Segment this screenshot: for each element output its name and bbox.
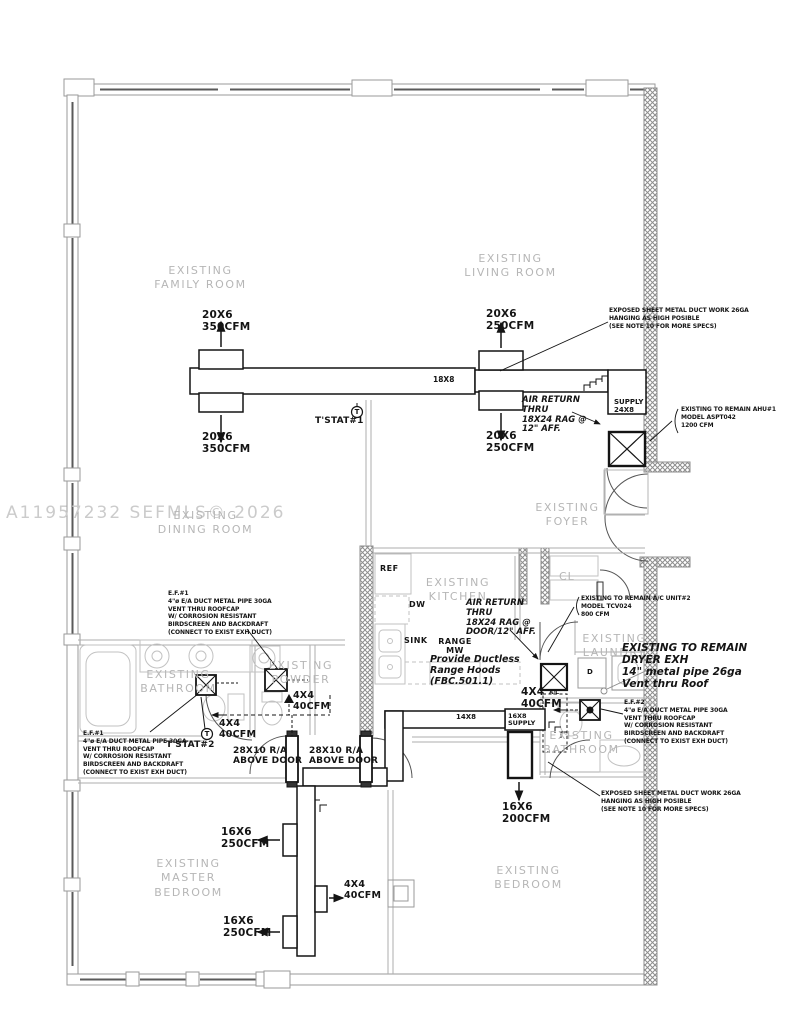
exhaust-fans <box>195 668 601 721</box>
supply-ahu2 <box>256 662 569 957</box>
room-label-kitchen: EXISTING KITCHEN <box>425 576 491 604</box>
room-label-bathroom-left: EXISTING BATHROOM <box>140 668 217 696</box>
supply-trunk-ahu1 <box>189 320 649 515</box>
room-label-powder: EXISTING POWDER <box>268 659 334 687</box>
fixture-label-range: RANGE MW <box>438 637 472 655</box>
thermostat-label-1: T'STAT#1 <box>315 416 364 426</box>
note-exposed-duct-2: EXPOSED SHEET METAL DUCT WORK 26GA HANGI… <box>601 790 741 813</box>
exterior-walls <box>63 78 656 989</box>
return-grille-label-2: 28X10 R/A ABOVE DOOR <box>309 746 379 767</box>
flex-label-powder: 4X4 40CFM <box>293 690 331 712</box>
duct-label-16x8-supply: 16X8 SUPPLY <box>508 712 536 728</box>
note-ac-unit2: EXISTING TO REMAIN A/C UNIT#2 MODEL TCV0… <box>581 595 691 618</box>
room-label-foyer: EXISTING FOYER <box>535 501 600 529</box>
fixture-label-sink: SINK <box>404 636 428 645</box>
duct-label-18x8: 18X8 <box>432 375 456 385</box>
room-label-dining: EXISTING DINING ROOM <box>157 509 254 537</box>
duct-label-supply-24x8: SUPPLY 24X8 <box>614 398 644 415</box>
fixture-label-ac: A/C <box>549 690 560 696</box>
flex-label-bath: 4X4 40CFM <box>219 718 257 740</box>
closet-label: CL <box>559 570 575 583</box>
note-range-hoods: Provide Ductless Range Hoods (FBC.501.1) <box>430 654 520 687</box>
room-label-bathroom-right: EXISTING BATHROOM <box>543 729 620 757</box>
note-ef-right: E.F.#2 4"ø E/A DUCT METAL PIPE 30GA VENT… <box>624 699 728 745</box>
fixture-label-ref: REF <box>380 564 399 573</box>
thermostat-symbols <box>200 403 364 741</box>
register-label-family-top: 20X6 350CFM <box>202 309 251 333</box>
note-air-return-1: AIR RETURN THRU 18X24 RAG @ 12" AFF. <box>522 395 587 435</box>
thermostat-label-2: T'STAT#2 <box>166 740 215 750</box>
thermostat-symbol-1: T <box>354 407 360 416</box>
flex-ducts <box>211 679 578 736</box>
flex-label-master: 4X4 40CFM <box>344 879 382 901</box>
room-label-living: EXISTING LIVING ROOM <box>464 252 557 280</box>
note-ahu1: EXISTING TO REMAIN AHU#1 MODEL ASPT042 1… <box>681 406 776 429</box>
leader-lines <box>149 321 679 797</box>
flex-label-kitchen: 4X4 40CFM <box>521 686 562 710</box>
return-grille-label-1: 28X10 R/A ABOVE DOOR <box>233 746 303 767</box>
register-label-bedroom: 16X6 200CFM <box>502 801 551 825</box>
register-label-master-bottom: 16X6 250CFM <box>223 915 272 939</box>
fixture-label-dw: DW <box>409 600 426 609</box>
watermark: A11957232 SEFMLS© 2026 <box>6 503 286 523</box>
note-exposed-duct-1: EXPOSED SHEET METAL DUCT WORK 26GA HANGI… <box>609 307 749 330</box>
note-dryer-exhaust: EXISTING TO REMAIN DRYER EXH 14" metal p… <box>622 642 748 691</box>
interior-walls <box>78 400 655 974</box>
register-label-family-bottom: 20X6 350CFM <box>202 431 251 455</box>
return-grilles <box>285 730 373 788</box>
fixture-label-dryer: D <box>587 668 593 676</box>
thermostat-symbol-2: T <box>204 729 210 738</box>
room-label-family: EXISTING FAMILY ROOM <box>154 264 247 292</box>
door-swings <box>205 467 648 779</box>
duct-label-14x8: 14X8 <box>455 713 478 722</box>
register-label-living-bottom: 20X6 250CFM <box>486 430 535 454</box>
room-label-laundry: EXISTING LAUNDRY <box>582 632 647 660</box>
register-label-living-top: 20X6 250CFM <box>486 308 535 332</box>
note-air-return-2: AIR RETURN THRU 18X24 RAG @ DOOR/12" AFF… <box>466 598 536 638</box>
room-label-bedroom: EXISTING BEDROOM <box>494 864 563 892</box>
register-label-master-top: 16X6 250CFM <box>221 826 270 850</box>
demising-wall <box>359 87 691 986</box>
note-ef-top: E.F.#1 4"ø E/A DUCT METAL PIPE 30GA VENT… <box>168 590 272 636</box>
plumbing-fixtures <box>79 553 649 908</box>
note-ef-bottom: E.F.#1 4"ø E/A DUCT METAL PIPE 30GA VENT… <box>83 730 187 776</box>
room-label-master: EXISTING MASTER BEDROOM <box>154 857 223 899</box>
